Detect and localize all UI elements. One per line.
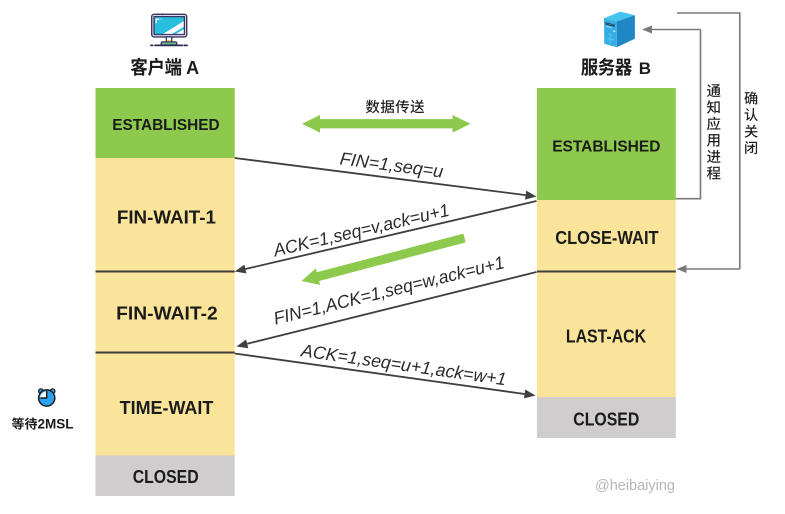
svg-text:B: B (639, 59, 651, 78)
svg-text:A: A (186, 58, 199, 78)
svg-text:FIN-WAIT-2: FIN-WAIT-2 (116, 303, 218, 324)
svg-text:FIN-WAIT-1: FIN-WAIT-1 (117, 206, 216, 227)
svg-text:LAST-ACK: LAST-ACK (566, 326, 647, 347)
svg-text:ESTABLISHED: ESTABLISHED (112, 117, 219, 134)
svg-text:TIME-WAIT: TIME-WAIT (120, 397, 214, 418)
svg-text:CLOSED: CLOSED (573, 409, 639, 430)
svg-text:CLOSED: CLOSED (133, 466, 199, 487)
svg-text:CLOSE-WAIT: CLOSE-WAIT (555, 227, 659, 248)
svg-text:2MSL: 2MSL (38, 417, 74, 432)
svg-text:ESTABLISHED: ESTABLISHED (552, 138, 660, 155)
svg-text:@heibaiying: @heibaiying (595, 477, 675, 494)
